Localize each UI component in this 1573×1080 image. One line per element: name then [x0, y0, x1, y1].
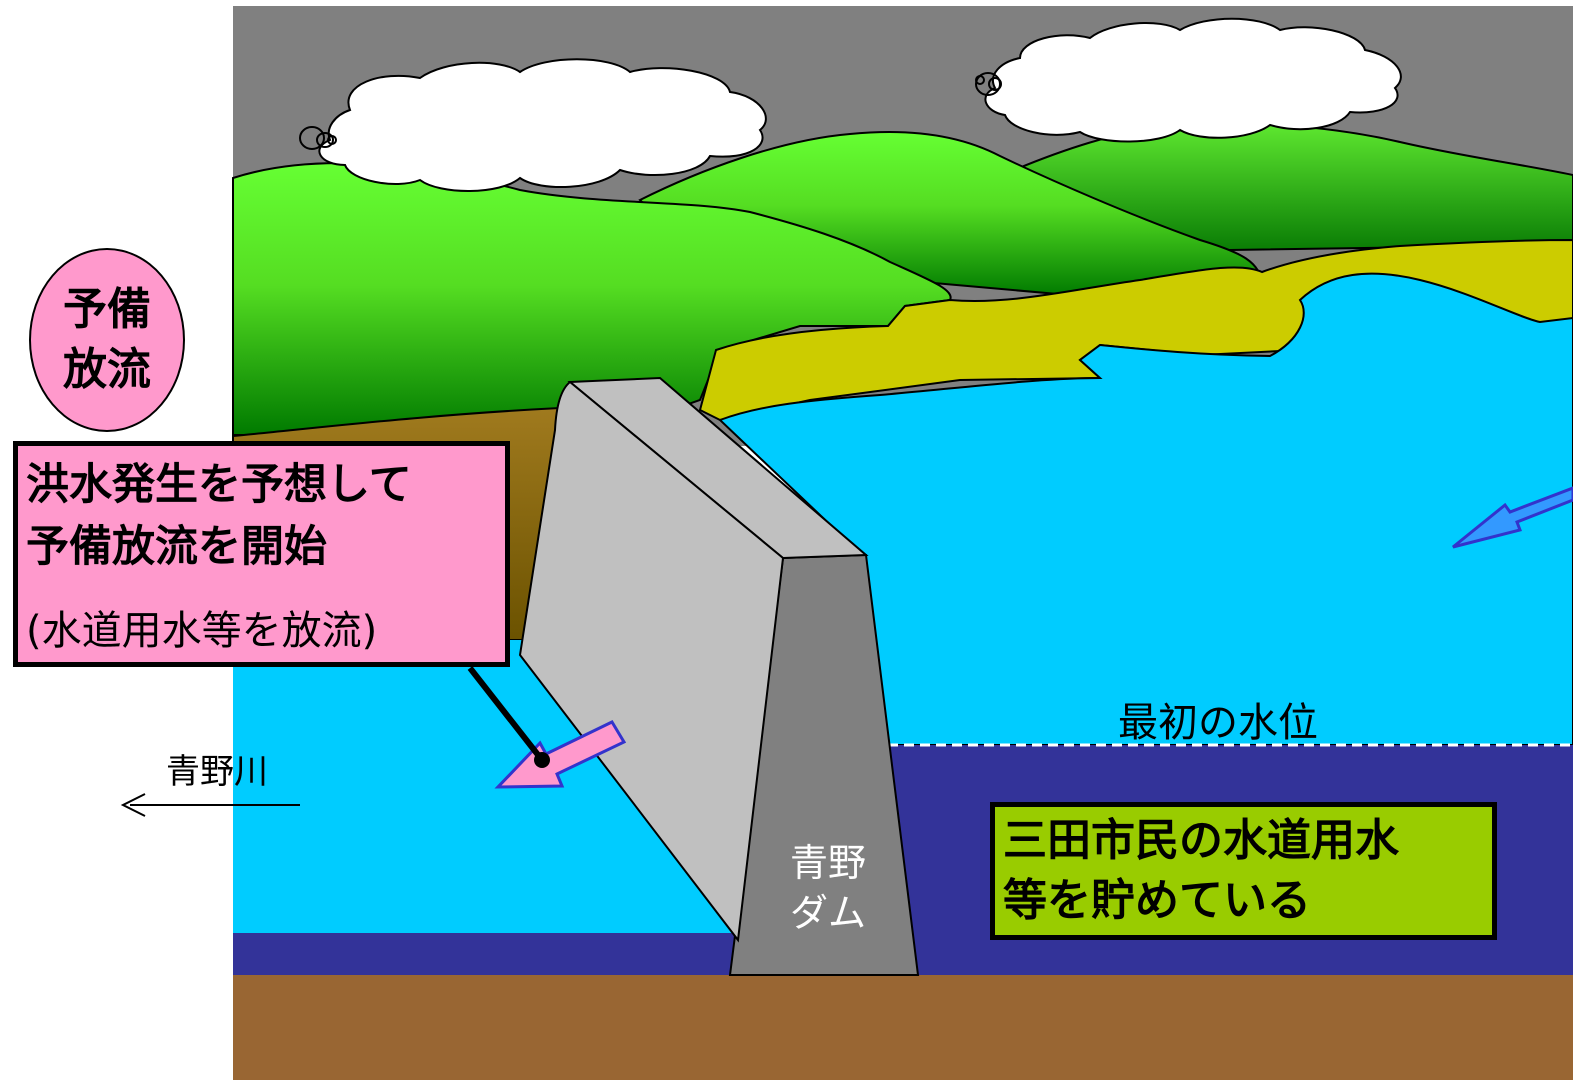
badge-line-1: 予備 [63, 284, 151, 335]
bird-icon-left [299, 126, 337, 150]
initial-level-label: 最初の水位 [1118, 700, 1318, 746]
river-flow-arrowhead-icon [120, 793, 146, 817]
cloud-left [318, 58, 767, 192]
release-callout: 洪水発生を予想して 予備放流を開始 (水道用水等を放流) [13, 441, 510, 667]
inflow-arrow-icon [1452, 486, 1573, 549]
release-callout-line-1: 洪水発生を予想して [26, 460, 412, 510]
callout-connector [467, 666, 545, 762]
downstream-water-deep [233, 933, 743, 975]
storage-callout-line-2: 等を貯めている [1003, 875, 1311, 926]
ground [233, 975, 1573, 1080]
release-arrow-icon [494, 720, 627, 789]
preliminary-release-badge: 予備 放流 [29, 248, 185, 432]
dam-face [518, 380, 785, 943]
release-callout-line-2: 予備放流を開始 [26, 522, 327, 572]
release-callout-note: (水道用水等を放流) [26, 608, 378, 654]
badge-line-2: 放流 [63, 344, 151, 395]
bird-icon-right [975, 72, 1002, 96]
dam-label-line-2: ダム [789, 891, 866, 935]
callout-connector-dot [534, 752, 550, 768]
cloud-right [984, 17, 1402, 143]
storage-callout: 三田市民の水道用水 等を貯めている [990, 802, 1497, 940]
reservoir-water [718, 272, 1573, 746]
river-label: 青野川 [166, 752, 268, 792]
storage-callout-line-1: 三田市民の水道用水 [1003, 815, 1399, 866]
dam-label-line-1: 青野 [789, 841, 866, 885]
dam-label: 青野 ダム [778, 838, 878, 938]
